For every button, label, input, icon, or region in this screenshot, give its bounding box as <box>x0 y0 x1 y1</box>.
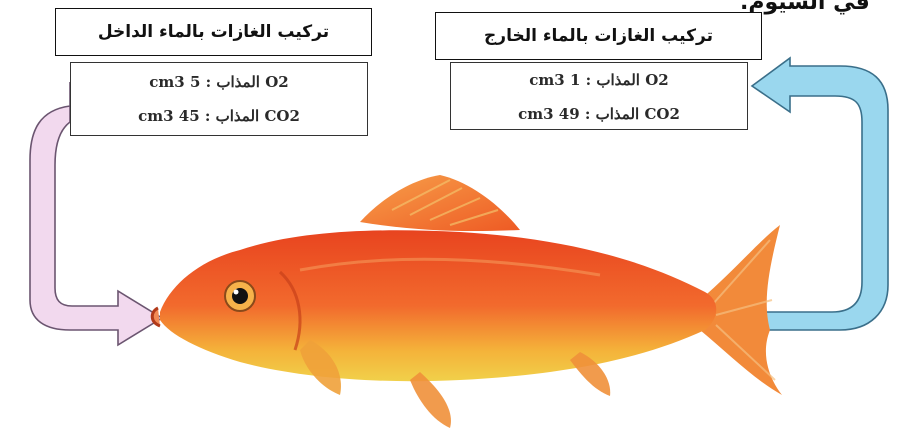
outlet-o2-value: 1 cm3 <box>529 71 580 89</box>
outlet-co2-row: CO2 المذاب : 49 cm3 <box>451 97 747 131</box>
inlet-o2-value: 5 cm3 <box>149 73 200 91</box>
outlet-gas-table: O2 المذاب : 1 cm3 CO2 المذاب : 49 cm3 <box>450 62 748 130</box>
inlet-co2-gas: CO2 <box>264 107 299 125</box>
inlet-o2-row: O2 المذاب : 5 cm3 <box>71 65 367 99</box>
inlet-gas-table: O2 المذاب : 5 cm3 CO2 المذاب : 45 cm3 <box>70 62 368 136</box>
outlet-box-title: تركيب الغازات بالماء الخارج <box>435 12 762 60</box>
outlet-co2-gas: CO2 <box>644 105 679 123</box>
inlet-co2-value: 45 cm3 <box>138 107 200 125</box>
goldfish-image <box>152 175 782 428</box>
outlet-o2-separator: المذاب : <box>586 71 640 89</box>
outlet-co2-value: 49 cm3 <box>518 105 580 123</box>
inlet-co2-separator: المذاب : <box>205 107 259 125</box>
outlet-o2-row: O2 المذاب : 1 cm3 <box>451 63 747 97</box>
inlet-co2-row: CO2 المذاب : 45 cm3 <box>71 99 367 133</box>
inlet-o2-separator: المذاب : <box>206 73 260 91</box>
inlet-box-title: تركيب الغازات بالماء الداخل <box>55 8 372 56</box>
inlet-o2-gas: O2 <box>265 73 289 91</box>
outlet-co2-separator: المذاب : <box>585 105 639 123</box>
outlet-o2-gas: O2 <box>645 71 669 89</box>
